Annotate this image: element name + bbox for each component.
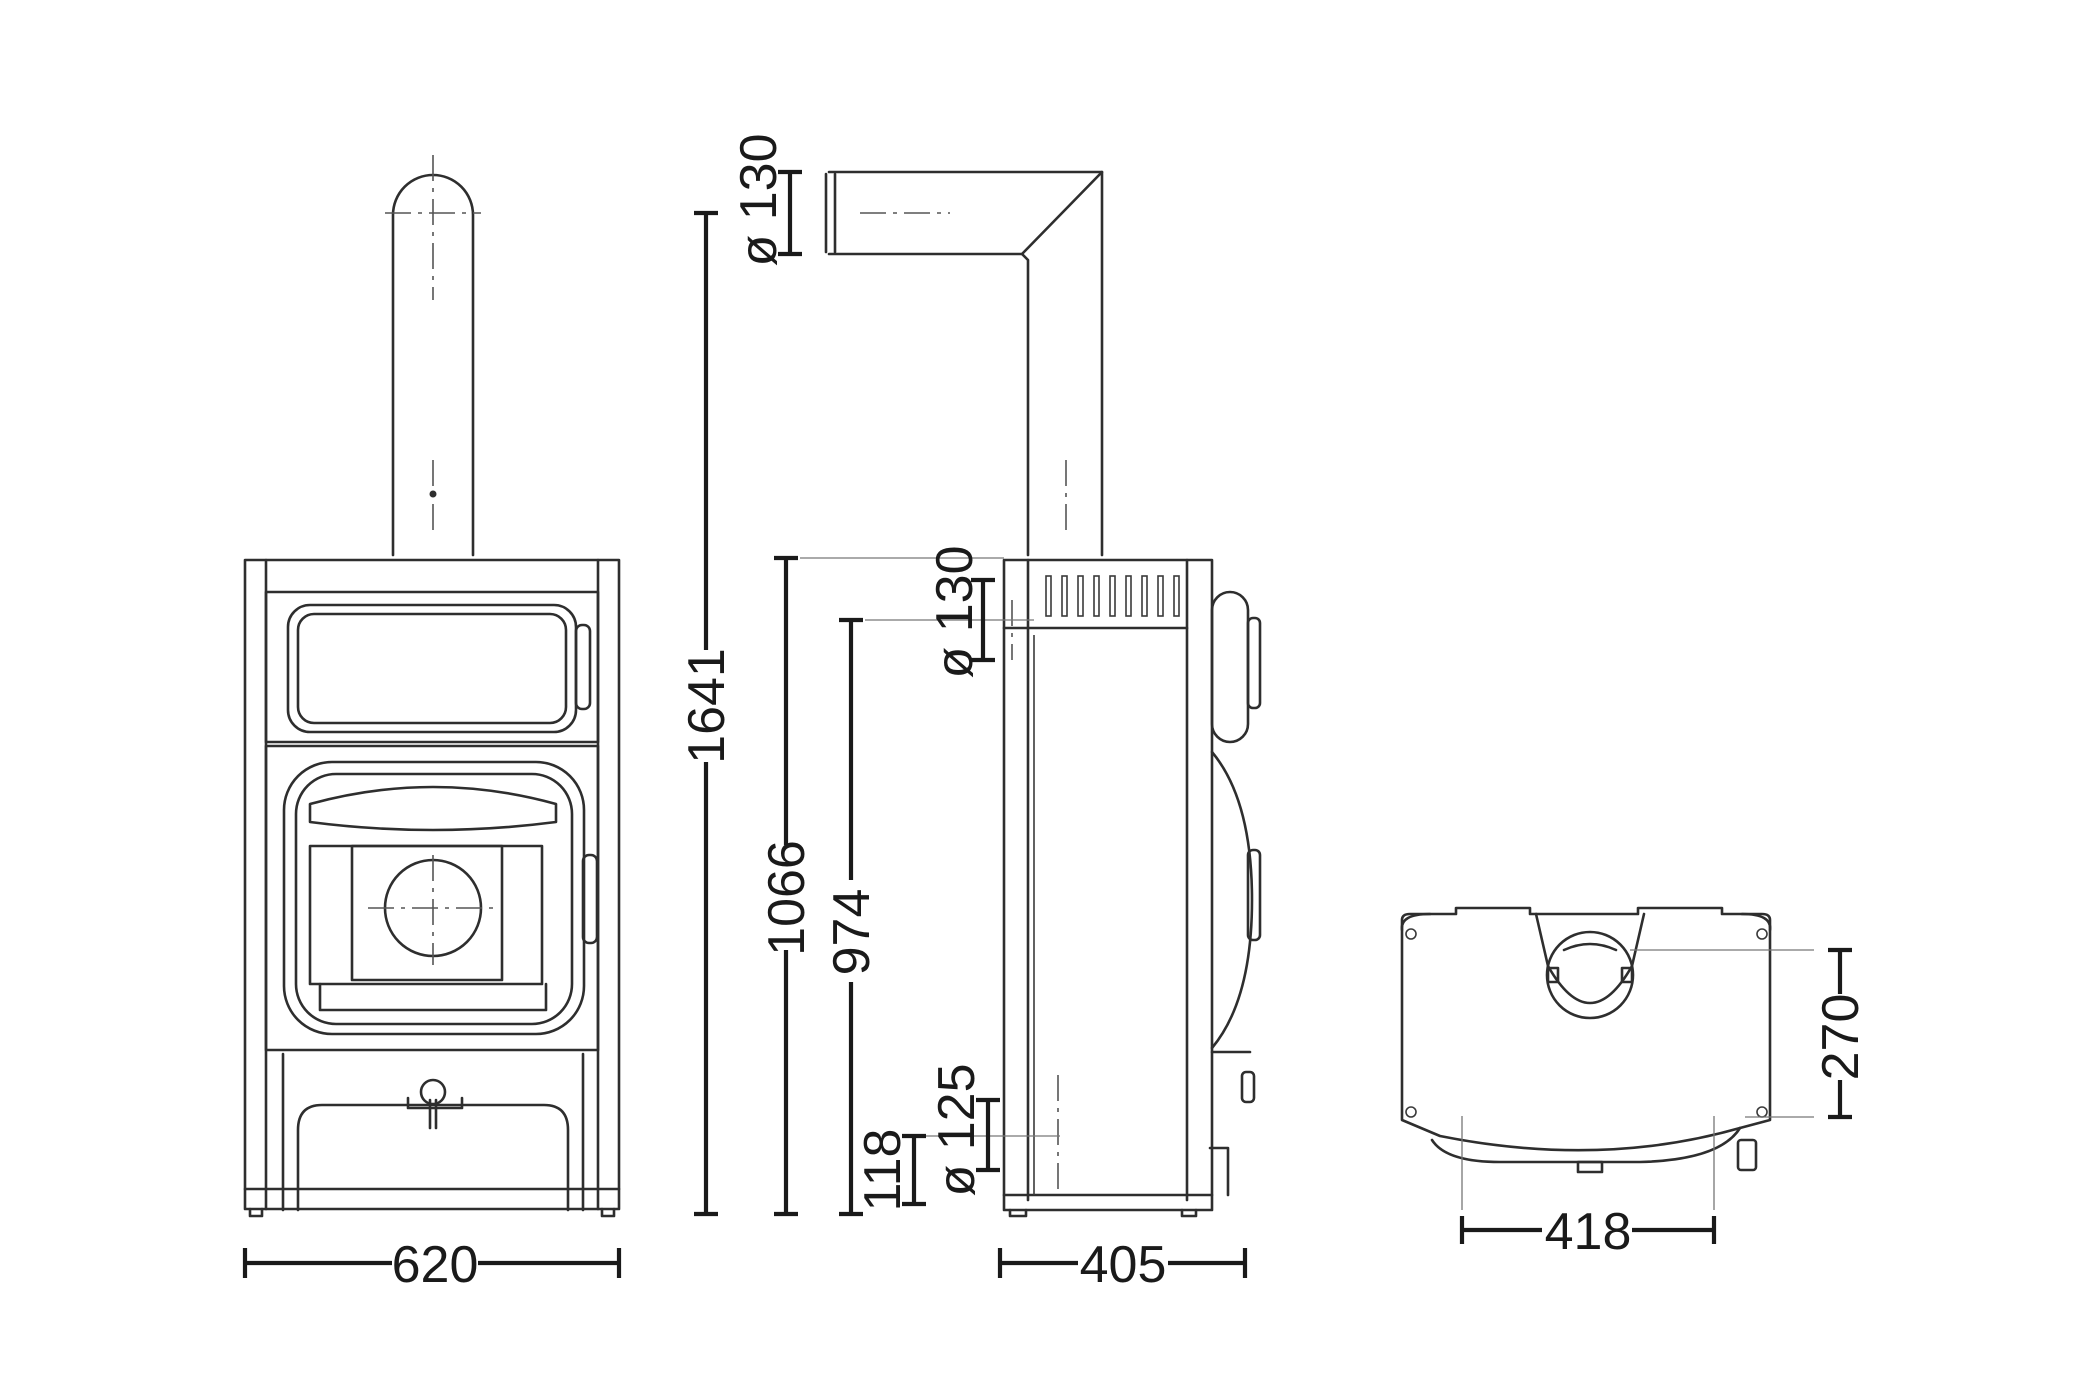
vent-slots — [1045, 575, 1180, 617]
air-inlet-height-dimension: 118 — [854, 1129, 926, 1212]
front-width-dimension: 620 — [242, 1236, 622, 1294]
rear-outlet-height-label: 974 — [823, 889, 881, 976]
top-width-label: 418 — [1545, 1203, 1632, 1261]
top-outlet-diameter-dimension: ø 130 — [730, 134, 802, 267]
body-height-dimension: 1066 — [758, 555, 1004, 1217]
front-view — [243, 155, 621, 1218]
top-view — [1400, 906, 1814, 1210]
rear-outlet-height-dimension: 974 — [823, 617, 881, 1217]
rear-outlet-diameter-label: ø 130 — [926, 546, 984, 679]
rear-outlet-diameter-dimension: ø 130 — [926, 546, 995, 679]
air-inlet-diameter-dimension: ø 125 — [928, 1064, 1000, 1197]
side-depth-label: 405 — [1080, 1236, 1167, 1294]
top-outlet-offset-dimension: 270 — [1812, 947, 1870, 1120]
top-outlet-offset-label: 270 — [1812, 994, 1870, 1081]
top-outlet-diameter-label: ø 130 — [730, 134, 788, 267]
side-depth-dimension: 405 — [997, 1236, 1248, 1294]
top-width-dimension: 418 — [1459, 1203, 1717, 1261]
air-inlet-diameter-label: ø 125 — [928, 1064, 986, 1197]
side-view — [824, 170, 1262, 1218]
total-height-label: 1641 — [678, 648, 736, 764]
total-height-dimension: 1641 — [678, 210, 736, 1217]
front-width-label: 620 — [392, 1236, 479, 1294]
body-height-label: 1066 — [758, 840, 816, 956]
air-inlet-height-label: 118 — [854, 1129, 912, 1212]
